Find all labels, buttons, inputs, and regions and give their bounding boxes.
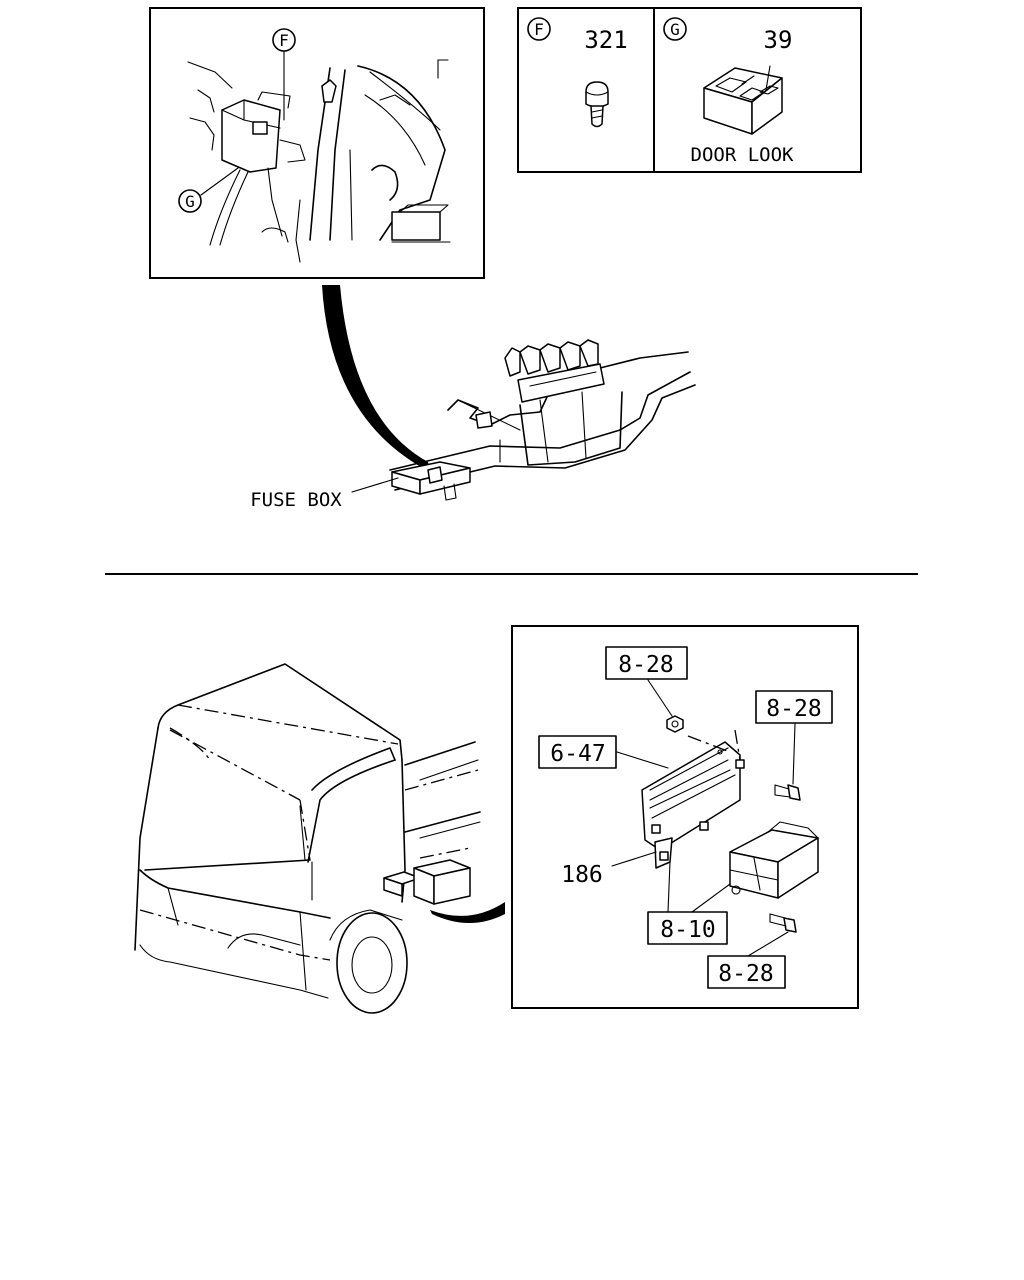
pointer-arrow-bottom	[430, 902, 505, 923]
detail-g-part-number: 39	[764, 26, 793, 54]
bracket-part	[641, 729, 745, 851]
callout-f-label: F	[279, 31, 289, 50]
fuse-block-part	[729, 821, 819, 899]
ref-bolt-right: 8-28	[766, 696, 821, 722]
ref-fuse-block: 8-10	[660, 917, 715, 943]
fuse-box-unit	[391, 461, 471, 501]
detail-f-letter: F	[534, 20, 544, 39]
closeup-detail-panel: F G	[149, 7, 485, 279]
ref-bracket: 6-47	[550, 741, 605, 767]
truck-cab-view	[134, 663, 481, 1014]
detail-f-part-number: 321	[584, 26, 627, 54]
pointer-arrow-top	[322, 285, 430, 472]
dashboard-overview	[389, 339, 696, 501]
clip-fastener-icon	[585, 81, 609, 128]
callout-g-label: G	[185, 192, 195, 211]
door-lock-block-icon	[703, 65, 783, 135]
ref-bolt-bottom: 8-28	[718, 961, 773, 987]
bolt-right-icon	[774, 784, 801, 801]
ref-nut-top: 8-28	[618, 652, 673, 678]
detail-g-label: DOOR LOOK	[691, 144, 795, 166]
part-detail-panel: F 321 G 39 DOOR LOOK	[517, 7, 862, 173]
bolt-bottom-icon	[769, 913, 797, 933]
fuse-box-label: FUSE BOX	[250, 489, 342, 511]
detail-g-letter: G	[670, 20, 680, 39]
mounting-detail-panel: 8-28 8-28 6-47 186 8-10 8-28	[511, 625, 859, 1009]
ref-plate: 186	[561, 862, 603, 888]
relay-cluster	[504, 339, 605, 403]
